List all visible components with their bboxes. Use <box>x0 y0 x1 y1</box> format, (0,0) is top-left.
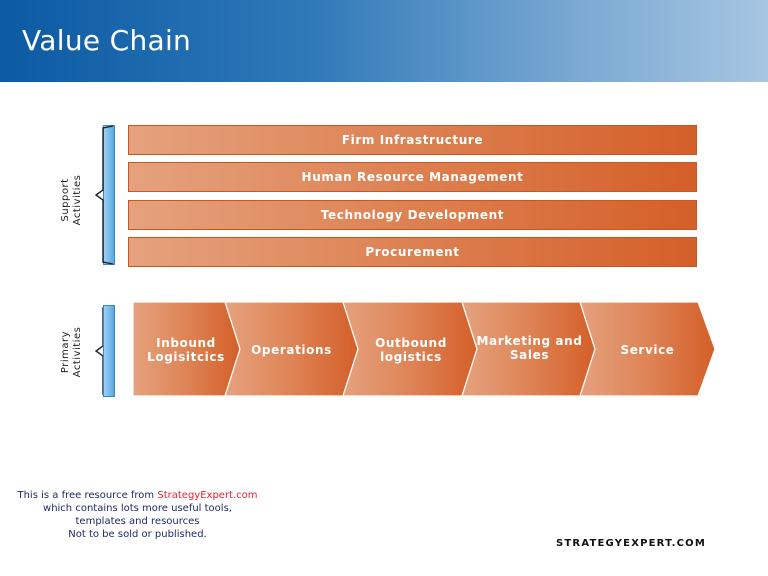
brand-logo-text: STRATEGYEXPERT.COM <box>556 538 707 549</box>
footer-line4: Not to be sold or published. <box>68 529 207 540</box>
outbound-label: Outbound logistics <box>375 336 447 364</box>
footer-line1: This is a free resource from StrategyExp… <box>10 489 265 502</box>
footer-line1-prefix: This is a free resource from <box>17 490 158 501</box>
inbound-line2: Logisitcics <box>147 350 225 364</box>
primary-accent-bar <box>103 305 115 397</box>
primary-activity-marketing: Marketing and Sales <box>472 328 587 368</box>
operations-label: Operations <box>251 343 332 357</box>
marketing-line1: Marketing and <box>476 334 583 348</box>
support-accent-bar <box>103 125 115 265</box>
footer-line2: which contains lots more useful tools, <box>43 503 232 514</box>
support-bracket <box>94 125 114 265</box>
support-activity-firm-infrastructure: Firm Infrastructure <box>128 125 697 155</box>
support-activity-procurement: Procurement <box>128 237 697 267</box>
strategyexpert-link[interactable]: StrategyExpert.com <box>157 490 258 501</box>
support-activity-hrm: Human Resource Management <box>128 162 697 192</box>
marketing-line2: Sales <box>509 348 550 362</box>
support-activity-technology: Technology Development <box>128 200 697 230</box>
service-label: Service <box>620 343 675 357</box>
primary-activity-service: Service <box>595 330 700 370</box>
primary-activity-outbound: Outbound logistics <box>348 330 474 370</box>
footer-line3: templates and resources <box>75 516 200 527</box>
header-banner: Value Chain <box>0 0 768 82</box>
chevron-service <box>579 301 716 397</box>
primary-activity-inbound: Inbound Logisitcics <box>140 330 232 370</box>
inbound-line1: Inbound <box>156 336 216 350</box>
page-title: Value Chain <box>22 24 192 57</box>
footer-note: This is a free resource from StrategyExp… <box>10 489 265 541</box>
primary-activity-operations: Operations <box>240 330 343 370</box>
